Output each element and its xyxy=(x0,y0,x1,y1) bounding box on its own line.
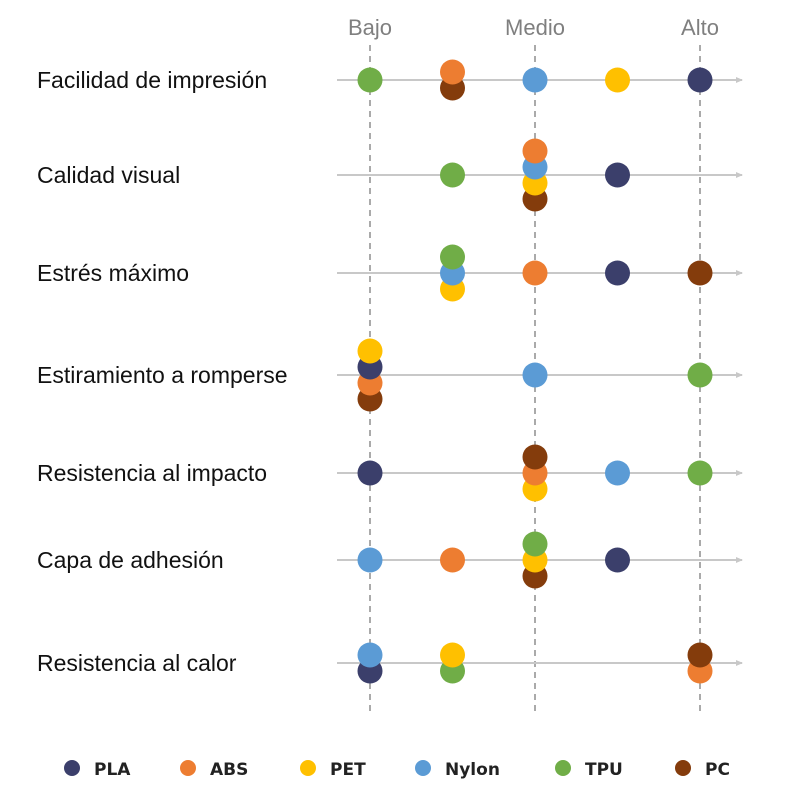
point-pla xyxy=(605,162,630,188)
point-tpu xyxy=(440,244,465,270)
legend-label-pla: PLA xyxy=(94,760,131,780)
point-pla xyxy=(605,260,630,286)
point-abs xyxy=(440,547,465,573)
point-abs xyxy=(440,59,465,85)
legend: PLA ABS PET Nylon TPU PC xyxy=(64,760,730,780)
point-tpu xyxy=(440,162,465,188)
point-pla xyxy=(605,547,630,573)
point-pla xyxy=(357,460,383,486)
level-label-alto: Alto xyxy=(681,15,719,40)
category-label: Facilidad de impresión xyxy=(37,67,267,93)
point-tpu xyxy=(522,531,548,557)
point-tpu xyxy=(357,67,383,93)
point-abs xyxy=(522,138,548,164)
legend-marker-pla xyxy=(64,760,80,776)
point-nylon xyxy=(357,547,383,573)
legend-marker-nylon xyxy=(415,760,431,776)
legend-marker-pet xyxy=(300,760,316,776)
legend-marker-abs xyxy=(180,760,196,776)
point-nylon xyxy=(522,362,548,388)
category-label: Resistencia al calor xyxy=(37,650,237,676)
level-label-medio: Medio xyxy=(505,15,565,40)
point-pet xyxy=(605,67,630,93)
level-label-bajo: Bajo xyxy=(348,15,392,40)
point-pc xyxy=(522,444,548,470)
legend-marker-tpu xyxy=(555,760,571,776)
data-points xyxy=(357,59,713,684)
point-pet xyxy=(440,642,465,668)
category-label: Estrés máximo xyxy=(37,260,189,286)
point-nylon xyxy=(522,67,548,93)
point-pc xyxy=(687,260,713,286)
legend-marker-pc xyxy=(675,760,691,776)
legend-label-pet: PET xyxy=(330,760,366,780)
point-nylon xyxy=(605,460,630,486)
category-label: Estiramiento a romperse xyxy=(37,362,288,388)
legend-label-tpu: TPU xyxy=(585,760,623,780)
point-pla xyxy=(687,67,713,93)
category-label: Capa de adhesión xyxy=(37,547,224,573)
level-labels: Bajo Medio Alto xyxy=(348,15,719,40)
legend-label-abs: ABS xyxy=(210,760,248,780)
category-label: Resistencia al impacto xyxy=(37,460,267,486)
category-label: Calidad visual xyxy=(37,162,180,188)
point-tpu xyxy=(687,460,713,486)
point-tpu xyxy=(687,362,713,388)
legend-label-nylon: Nylon xyxy=(445,760,500,780)
point-pc xyxy=(687,642,713,668)
point-pet xyxy=(357,338,383,364)
point-abs xyxy=(522,260,548,286)
legend-label-pc: PC xyxy=(705,760,730,780)
point-nylon xyxy=(357,642,383,668)
